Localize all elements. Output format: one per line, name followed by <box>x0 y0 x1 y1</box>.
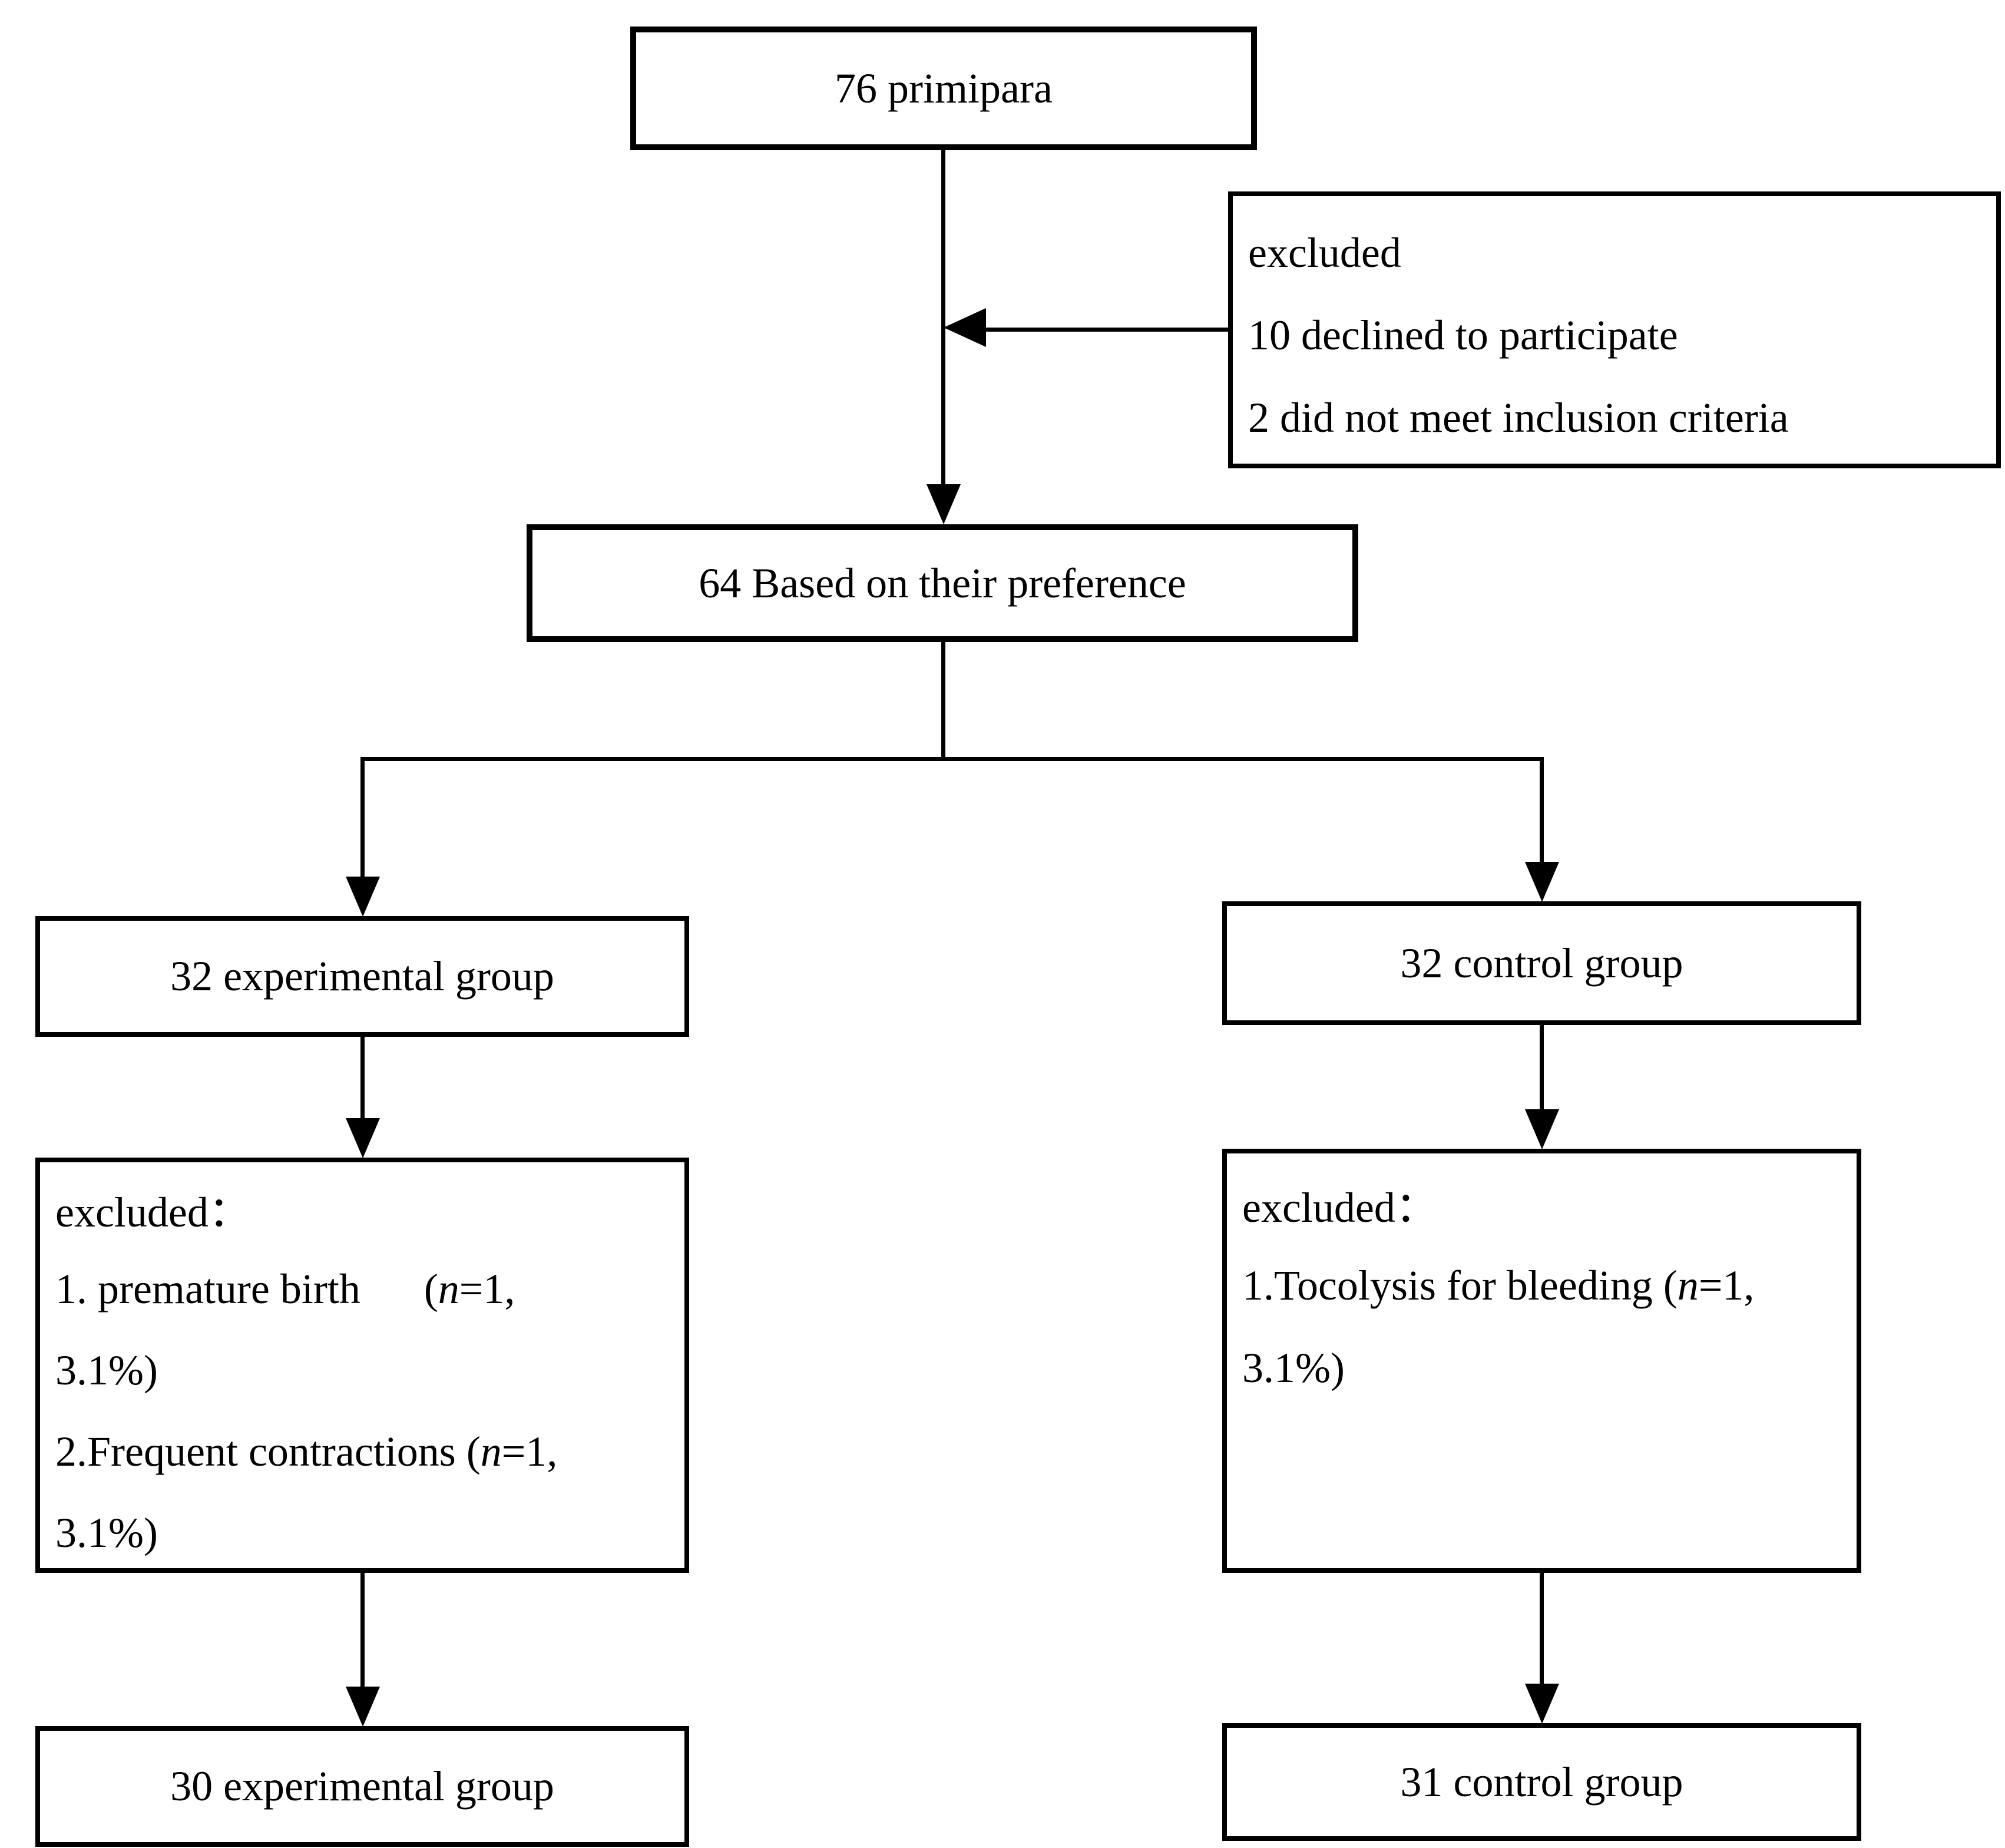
reason-text: 2.Frequent contractions ( <box>55 1427 481 1475</box>
connector-control-to-excluded <box>1540 1024 1544 1111</box>
arrowhead-into-experimental-final-icon <box>346 1687 380 1727</box>
reason-text: =1, <box>1698 1261 1755 1309</box>
arrowhead-into-preference-icon <box>927 484 961 524</box>
control-excluded-reason-1-cont: 3.1%) <box>1242 1344 1345 1391</box>
initial-excluded-box: excluded 10 declined to participate 2 di… <box>1228 191 2001 468</box>
branch-line <box>360 757 1544 761</box>
experimental-excluded-title: excluded： <box>55 1188 251 1236</box>
experimental-final-box: 30 experimental group <box>35 1726 689 1847</box>
connector-branch-to-experimental <box>360 759 365 878</box>
experimental-excluded-box: excluded： 1. premature birth (n=1, 3.1%)… <box>35 1158 689 1573</box>
arrowhead-into-control-final-icon <box>1525 1684 1559 1724</box>
enrollment-box: 76 primipara <box>630 27 1257 150</box>
connector-experimental-to-final <box>360 1572 365 1688</box>
experimental-excluded-reason-2-cont: 3.1%) <box>55 1509 158 1556</box>
arrowhead-excluded-initial-icon <box>944 308 986 347</box>
n-variable: n <box>480 1427 502 1475</box>
connector-excluded-initial <box>981 328 1229 332</box>
control-final-label: 31 control group <box>1400 1758 1683 1806</box>
experimental-group-box: 32 experimental group <box>35 916 689 1037</box>
initial-excluded-reason-1: 10 declined to participate <box>1248 311 1678 359</box>
control-group-box: 32 control group <box>1222 901 1861 1025</box>
enrollment-label: 76 primipara <box>835 64 1053 112</box>
control-final-box: 31 control group <box>1222 1723 1861 1841</box>
control-excluded-title: excluded： <box>1242 1183 1438 1231</box>
experimental-excluded-reason-2: 2.Frequent contractions (n=1, <box>55 1411 679 1492</box>
arrowhead-into-experimental-icon <box>346 877 380 917</box>
control-excluded-box: excluded： 1.Tocolysis for bleeding (n=1,… <box>1222 1149 1861 1573</box>
arrowhead-into-control-icon <box>1525 862 1559 902</box>
n-variable: n <box>438 1265 459 1313</box>
initial-excluded-title: excluded <box>1248 229 1401 276</box>
arrowhead-into-experimental-excluded-icon <box>346 1118 380 1158</box>
connector-preference-to-branch <box>941 641 945 760</box>
reason-text: 1. premature birth ( <box>55 1265 438 1313</box>
reason-text: =1, <box>459 1265 515 1313</box>
control-group-label: 32 control group <box>1400 939 1683 987</box>
experimental-excluded-reason-1: 1. premature birth (n=1, <box>55 1248 679 1330</box>
connector-branch-to-control <box>1540 759 1544 864</box>
control-excluded-reason-1: 1.Tocolysis for bleeding (n=1, <box>1242 1244 1851 1327</box>
connector-enrollment-to-preference <box>941 149 945 488</box>
reason-text: 1.Tocolysis for bleeding ( <box>1242 1261 1678 1309</box>
experimental-final-label: 30 experimental group <box>170 1763 554 1810</box>
n-variable: n <box>1677 1261 1699 1309</box>
preference-allocation-box: 64 Based on their preference <box>527 524 1358 642</box>
connector-control-to-final <box>1540 1572 1544 1685</box>
experimental-group-label: 32 experimental group <box>170 953 554 1000</box>
experimental-excluded-reason-1-cont: 3.1%) <box>55 1346 158 1394</box>
arrowhead-into-control-excluded-icon <box>1525 1109 1559 1149</box>
connector-experimental-to-excluded <box>360 1036 365 1120</box>
preference-allocation-label: 64 Based on their preference <box>699 559 1186 607</box>
reason-text: =1, <box>501 1427 558 1475</box>
initial-excluded-reason-2: 2 did not meet inclusion criteria <box>1248 394 1789 441</box>
